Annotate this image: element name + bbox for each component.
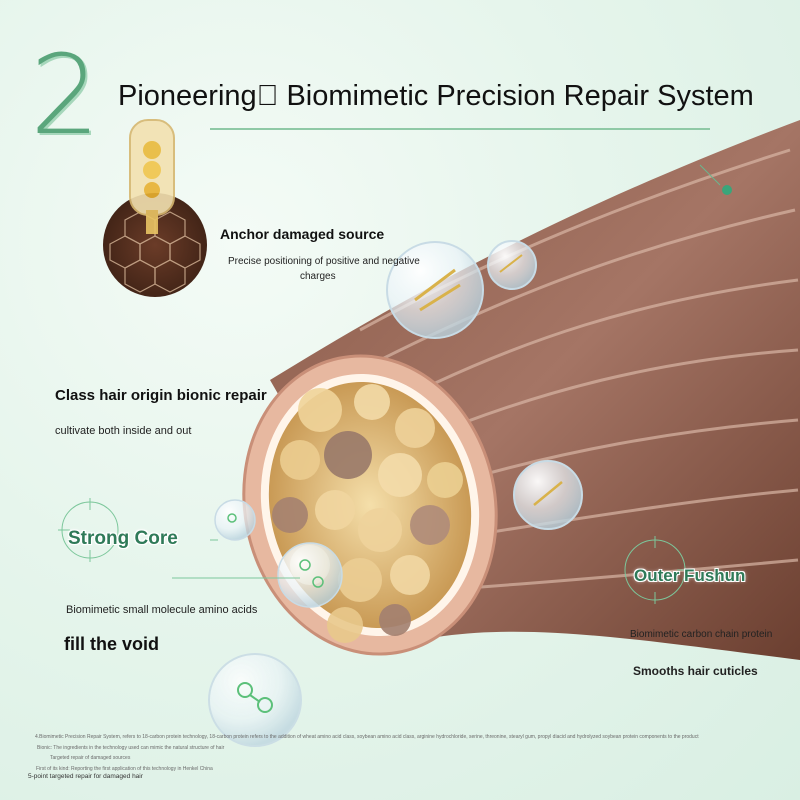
- section-number: 2: [30, 31, 100, 159]
- outer-big: Smooths hair cuticles: [633, 664, 758, 678]
- footnote-1: 4.Biomimetic Precision Repair System, re…: [35, 734, 699, 740]
- bubble-large-top: [386, 241, 484, 339]
- anchor-subtitle-1: Precise positioning of positive and nega…: [228, 256, 420, 267]
- honeycomb-sphere: [103, 193, 207, 297]
- footnote-5: 5-point targeted repair for damaged hair: [28, 773, 143, 780]
- bubble-small-top: [487, 240, 537, 290]
- bubble-bottom: [208, 653, 302, 747]
- footnote-4: First of its kind: Reporting the first a…: [36, 766, 213, 772]
- marker-line: [699, 164, 721, 186]
- strong-core-desc: Biomimetic small molecule amino acids: [66, 604, 258, 616]
- class-hair-title: Class hair origin bionic repair: [55, 387, 267, 404]
- honeycomb-pattern: [109, 211, 201, 293]
- footnote-2: Bionic: The ingredients in the technolog…: [37, 745, 225, 751]
- core-cells: [272, 384, 463, 643]
- title-underline: [210, 128, 710, 130]
- anchor-subtitle-2: charges: [300, 271, 336, 282]
- bubble-strong-core-1: [214, 499, 256, 541]
- anchor-title: Anchor damaged source: [220, 226, 385, 242]
- marker-dot: [722, 185, 732, 195]
- strong-core-big: fill the void: [64, 634, 160, 654]
- outer-title: Outer Fushun: [634, 566, 746, 585]
- reticle-left: [58, 498, 119, 562]
- strong-core-title: Strong Core: [68, 528, 178, 549]
- outer-desc: Biomimetic carbon chain protein: [630, 629, 773, 640]
- page-title: Pioneering  Biomimetic Precision Repair …: [118, 80, 754, 112]
- footnote-3: Targeted repair of damaged sources: [50, 755, 131, 761]
- class-hair-subtitle: cultivate both inside and out: [55, 425, 192, 437]
- bubble-strong-core-2: [277, 542, 343, 608]
- reticle-right: [624, 536, 689, 604]
- bubble-right: [513, 460, 583, 530]
- dropper: [129, 119, 175, 234]
